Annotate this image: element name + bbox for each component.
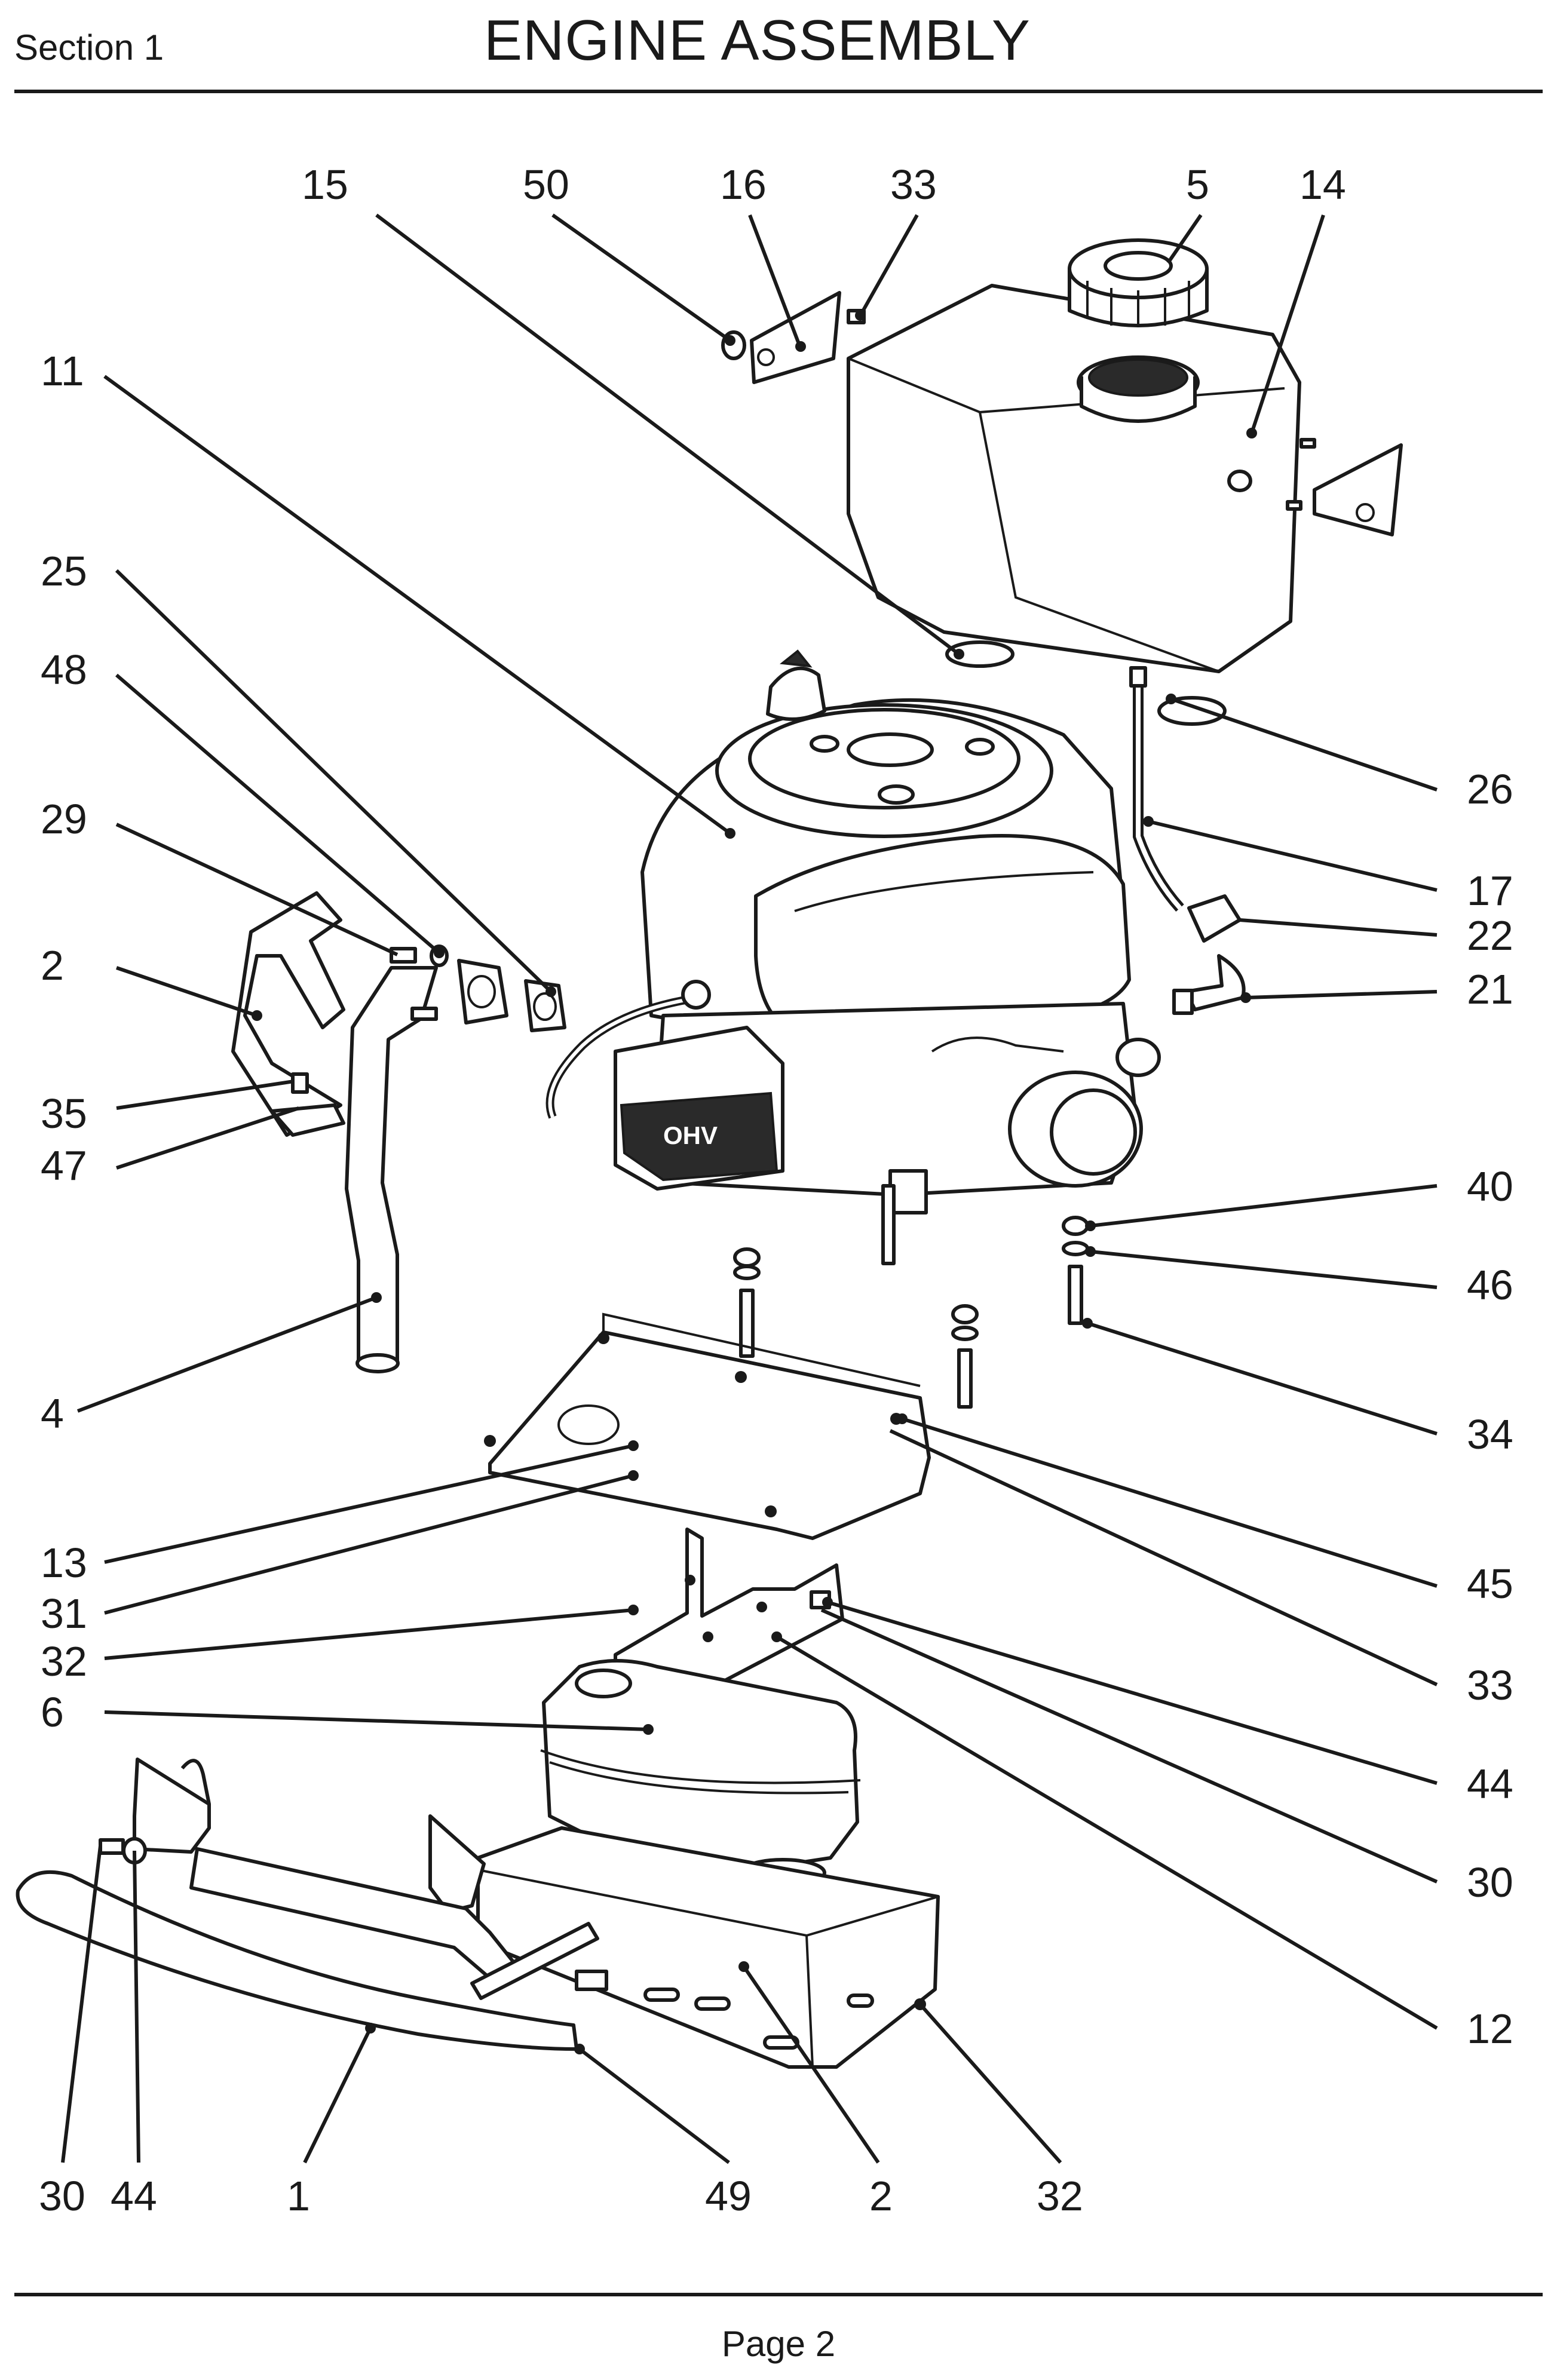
header-rule bbox=[14, 90, 1543, 93]
callout-30-bottom: 30 bbox=[39, 2173, 85, 2219]
callout-2-bracket: 2 bbox=[41, 942, 64, 989]
fuel-tank bbox=[847, 284, 1316, 673]
callout-11: 11 bbox=[41, 348, 84, 394]
bolt-30 bbox=[99, 1838, 125, 1855]
exhaust-pipe bbox=[345, 966, 438, 1373]
page-number: Page 2 bbox=[721, 2324, 836, 2364]
engine: OHV bbox=[545, 649, 1161, 1214]
engine-badge: OHV bbox=[663, 1121, 718, 1149]
callout-40: 40 bbox=[1467, 1163, 1513, 1210]
muffler-bracket bbox=[614, 1528, 844, 1686]
callout-31: 31 bbox=[41, 1590, 87, 1637]
callout-6: 6 bbox=[41, 1689, 64, 1735]
callout-4: 4 bbox=[41, 1390, 64, 1437]
tank-bracket-right bbox=[1313, 443, 1403, 536]
callout-14: 14 bbox=[1299, 161, 1346, 208]
callout-46: 46 bbox=[1467, 1262, 1513, 1308]
callout-47: 47 bbox=[41, 1142, 87, 1189]
callout-15: 15 bbox=[302, 161, 348, 208]
callout-numbers: 15 50 16 33 5 14 11 25 48 29 2 35 47 4 1… bbox=[39, 161, 1513, 2219]
callout-5: 5 bbox=[1186, 161, 1209, 208]
callout-32-left: 32 bbox=[41, 1638, 87, 1685]
callout-16: 16 bbox=[720, 161, 767, 208]
leader-dots bbox=[252, 310, 1257, 2054]
callout-30-right: 30 bbox=[1467, 1859, 1513, 1906]
frame bbox=[476, 1826, 940, 2069]
callout-12: 12 bbox=[1467, 2005, 1513, 2052]
tank-washer-2 bbox=[1157, 696, 1227, 726]
callout-44-bottom: 44 bbox=[111, 2173, 157, 2219]
callout-49: 49 bbox=[705, 2173, 752, 2219]
engine-mount-plate bbox=[484, 1312, 931, 1540]
engine-mount-hardware bbox=[733, 1184, 1089, 1409]
bolt-35 bbox=[291, 1072, 309, 1094]
callout-33-top: 33 bbox=[890, 161, 937, 208]
fuel-line bbox=[1129, 666, 1246, 1015]
callout-26: 26 bbox=[1467, 766, 1513, 812]
bolt bbox=[390, 947, 417, 964]
callout-34: 34 bbox=[1467, 1411, 1513, 1458]
callout-48: 48 bbox=[41, 646, 87, 693]
callout-21: 21 bbox=[1467, 966, 1513, 1013]
callout-2-frame: 2 bbox=[869, 2173, 893, 2219]
muffler-heat-shield-bracket bbox=[231, 891, 345, 1137]
callout-22: 22 bbox=[1467, 912, 1513, 959]
callout-45: 45 bbox=[1467, 1560, 1513, 1607]
fuel-cap bbox=[1068, 238, 1209, 327]
callout-1: 1 bbox=[287, 2173, 310, 2219]
front-bumper bbox=[16, 1758, 608, 2051]
callout-17: 17 bbox=[1467, 867, 1513, 914]
callout-50: 50 bbox=[523, 161, 569, 208]
callout-13: 13 bbox=[41, 1539, 87, 1586]
callout-35: 35 bbox=[41, 1090, 87, 1137]
callout-44-right: 44 bbox=[1467, 1761, 1513, 1807]
tank-washer bbox=[945, 640, 1014, 668]
section-label: Section 1 bbox=[14, 27, 164, 68]
callout-29: 29 bbox=[41, 796, 87, 842]
leader-lines bbox=[61, 213, 1438, 2164]
footer-rule bbox=[14, 2293, 1543, 2296]
callout-32-bottom: 32 bbox=[1037, 2173, 1083, 2219]
callout-33-right: 33 bbox=[1467, 1662, 1513, 1709]
page-title: ENGINE ASSEMBLY bbox=[484, 8, 1031, 72]
callout-25: 25 bbox=[41, 548, 87, 594]
bolt-2 bbox=[410, 1007, 438, 1021]
